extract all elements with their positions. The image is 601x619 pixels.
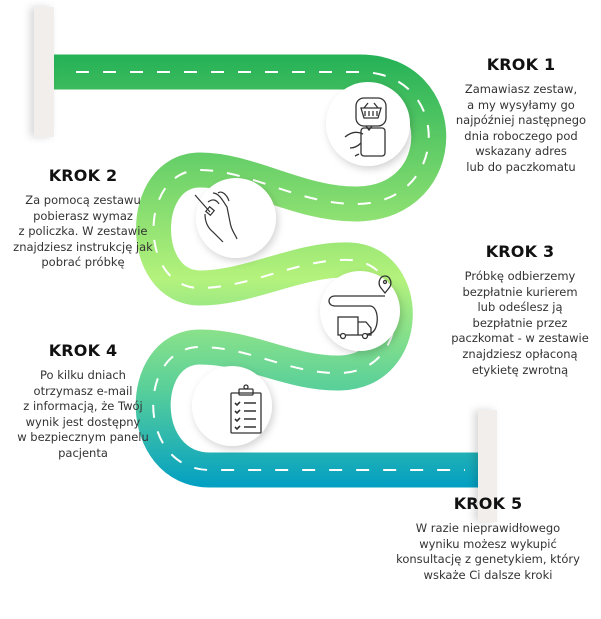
step-description-line: Za pomocą zestawu [25, 193, 141, 207]
step-2-icon-circle [194, 178, 276, 258]
step-description-line: bezpłatnie kurierem [462, 284, 578, 299]
step-title: KROK 5 [453, 494, 523, 513]
step-description-line: bezpłatnie przez [472, 315, 568, 330]
step-description-line: pobierasz wymaz [33, 208, 133, 223]
step-description-line: Próbkę odbierzemy [464, 269, 576, 283]
clipboard-checklist-icon [230, 384, 262, 434]
step-description-line: w bezpiecznym panelu [17, 430, 149, 445]
step-description-line: wskaże Ci dalsze kroki [423, 567, 553, 582]
step-description-line: lub do paczkomatu [466, 159, 576, 174]
step-description-line: z informacją, że Twój [23, 399, 143, 414]
step-description-line: najpóźniej następnego [455, 113, 587, 128]
phone-basket-icon [344, 97, 387, 157]
step-title: KROK 2 [48, 166, 118, 185]
step-description-line: z policzka. W zestawie [18, 224, 148, 239]
step-description-line: paczkomat - w zestawie [451, 331, 589, 346]
step-4-icon-circle [192, 366, 272, 446]
step-description-line: pobrać próbkę [41, 255, 125, 270]
step-description-line: znajdziesz opłaconą [462, 346, 578, 361]
step-description-line: wyniku możesz wykupić [419, 536, 557, 551]
step-description-line: wskazany adres [475, 144, 567, 159]
step-description-line: a my wysyłamy go [467, 97, 575, 112]
step-title: KROK 4 [48, 341, 118, 360]
step-description-line: pacjenta [58, 445, 108, 460]
step-description-line: W razie nieprawidłowego [415, 521, 561, 535]
delivery-truck-icon [328, 275, 392, 340]
end-post [478, 410, 497, 522]
step-title: KROK 1 [486, 55, 556, 74]
step-description-line: lub odeślesz ją [477, 300, 563, 315]
step-description-line: Po kilku dniach [40, 368, 126, 382]
step-description-line: konsultację z genetykiem, który [396, 552, 580, 567]
start-post [34, 7, 54, 137]
step-description-line: wynik jest dostępny [25, 414, 141, 429]
step-description-line: dnia roboczego pod [464, 128, 578, 143]
step-description-line: otrzymasz e-mail [33, 383, 133, 398]
step-1-icon-circle [326, 82, 410, 166]
step-description-line: znajdziesz instrukcję jak [13, 239, 153, 254]
step-title: KROK 3 [485, 242, 555, 261]
step-description-line: etykietę zwrotną [471, 362, 569, 377]
hand-swab-icon [194, 191, 238, 243]
road-center-dashes [76, 71, 465, 471]
step-3-icon-circle [320, 271, 400, 351]
step-description-line: Zamawiasz zestaw, [464, 82, 578, 96]
